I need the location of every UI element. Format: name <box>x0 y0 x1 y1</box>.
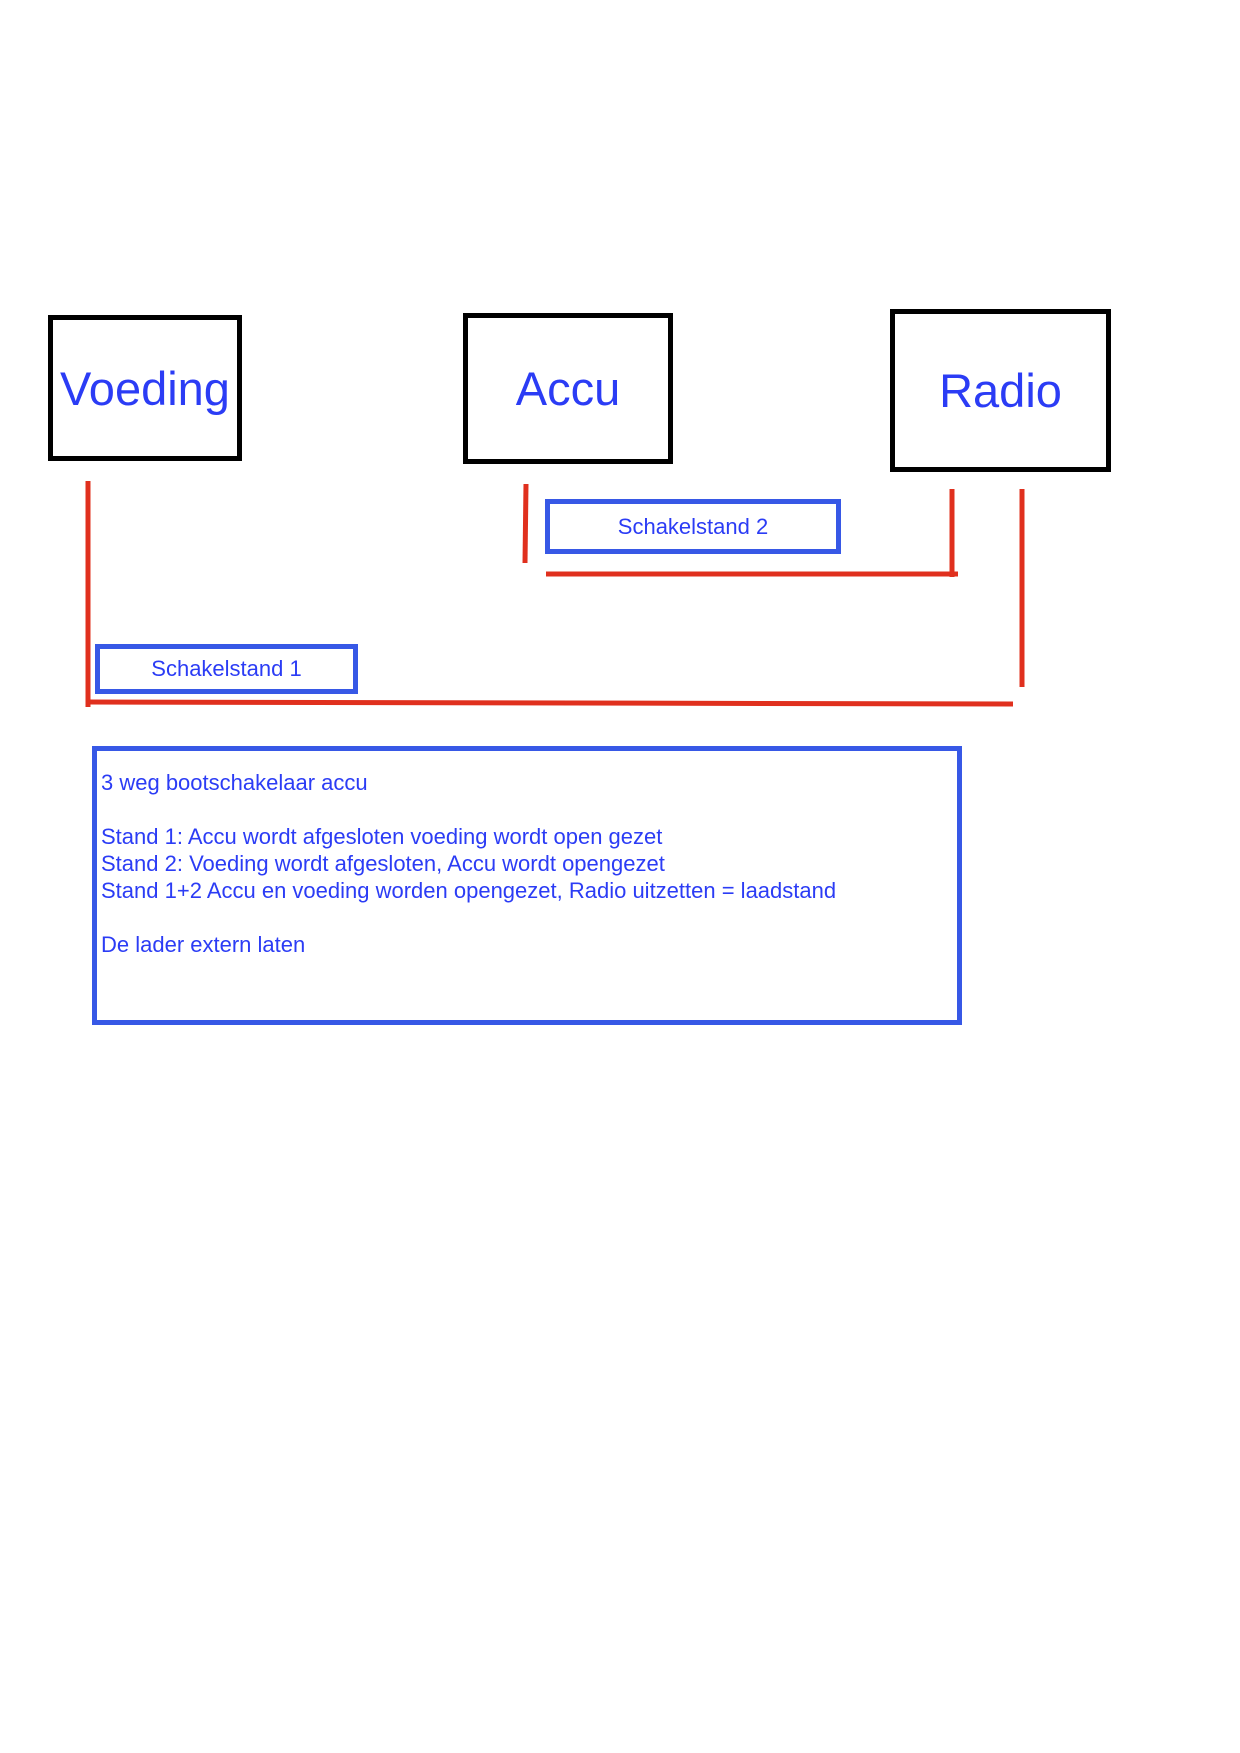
wire-accu-down <box>522 483 529 564</box>
notes-spacer <box>101 796 957 823</box>
radio-box: Radio <box>890 309 1111 472</box>
notes-panel: 3 weg bootschakelaar accu Stand 1: Accu … <box>92 746 962 1025</box>
notes-footer: De lader extern laten <box>101 932 306 957</box>
notes-title: 3 weg bootschakelaar accu <box>101 770 368 795</box>
schakelstand-1-box: Schakelstand 1 <box>95 644 358 694</box>
radio-label: Radio <box>939 364 1062 417</box>
voeding-box: Voeding <box>48 315 242 461</box>
notes-stand-2: Stand 2: Voeding wordt afgesloten, Accu … <box>101 851 665 876</box>
wire-stand1-bottom <box>87 699 1014 707</box>
notes-spacer <box>101 904 957 931</box>
schakelstand-2-box: Schakelstand 2 <box>545 499 841 554</box>
notes-stand-1-2: Stand 1+2 Accu en voeding worden opengez… <box>101 878 837 903</box>
voeding-label: Voeding <box>60 361 230 415</box>
accu-box: Accu <box>463 313 673 464</box>
notes-stand-1: Stand 1: Accu wordt afgesloten voeding w… <box>101 824 663 849</box>
accu-label: Accu <box>515 362 621 415</box>
schakelstand-2-label: Schakelstand 2 <box>617 513 769 539</box>
schakelstand-1-label: Schakelstand 1 <box>151 656 302 681</box>
